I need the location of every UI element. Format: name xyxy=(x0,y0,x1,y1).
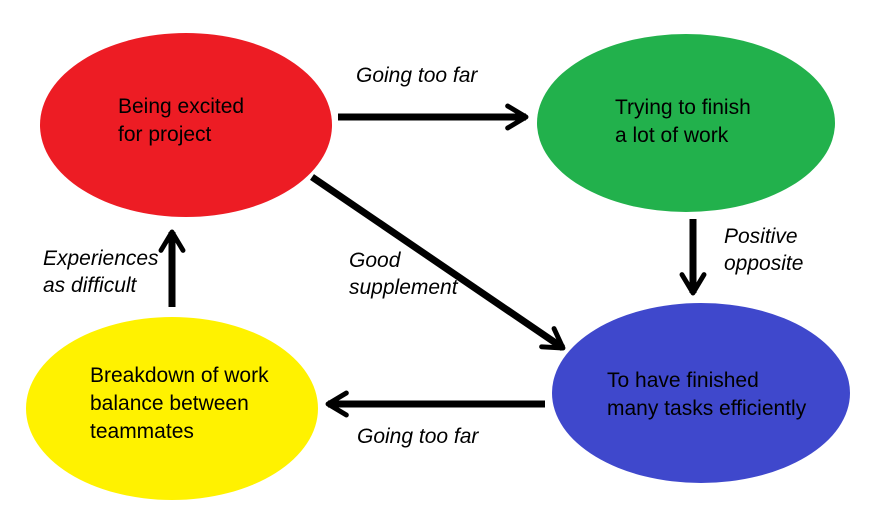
edge-label-line: Experiences xyxy=(43,247,159,270)
node-label-line: for project xyxy=(118,123,212,146)
arrow-excited-to-finished xyxy=(310,174,566,351)
node-label-line: To have finished xyxy=(607,369,759,392)
edge-label-line: as difficult xyxy=(43,274,137,297)
node-label-line: teammates xyxy=(90,420,194,443)
node-label: Trying to finish a lot of work xyxy=(615,94,751,150)
node-label-line: Trying to finish xyxy=(615,96,751,119)
edge-label-line: supplement xyxy=(349,276,458,299)
node-label: Breakdown of work balance between teamma… xyxy=(90,362,269,446)
node-breakdown-of-work-balance: Breakdown of work balance between teamma… xyxy=(26,317,318,500)
node-label-line: Being excited xyxy=(118,95,245,118)
node-finished-many-tasks: To have finished many tasks efficiently xyxy=(552,303,850,483)
edge-label-line: Positive xyxy=(724,225,798,248)
node-label-line: many tasks efficiently xyxy=(607,397,807,420)
edge-label-good-supplement: Good supplement xyxy=(349,247,458,301)
node-label: To have finished many tasks efficiently xyxy=(607,367,806,423)
node-being-excited-for-project: Being excited for project xyxy=(40,33,332,217)
edge-label-positive-opposite: Positive opposite xyxy=(724,223,803,277)
edge-label-line: Good xyxy=(349,249,401,272)
edge-label-going-too-far-top: Going too far xyxy=(356,64,478,87)
edge-label-experiences-as-difficult: Experiences as difficult xyxy=(43,245,159,299)
node-label-line: balance between xyxy=(90,392,249,415)
node-label: Being excited for project xyxy=(118,93,244,149)
edge-label-line: opposite xyxy=(724,252,804,275)
node-label-line: Breakdown of work xyxy=(90,364,269,387)
node-label-line: a lot of work xyxy=(615,124,729,147)
edge-label-going-too-far-bottom: Going too far xyxy=(357,425,479,448)
node-trying-to-finish-work: Trying to finish a lot of work xyxy=(537,34,835,212)
